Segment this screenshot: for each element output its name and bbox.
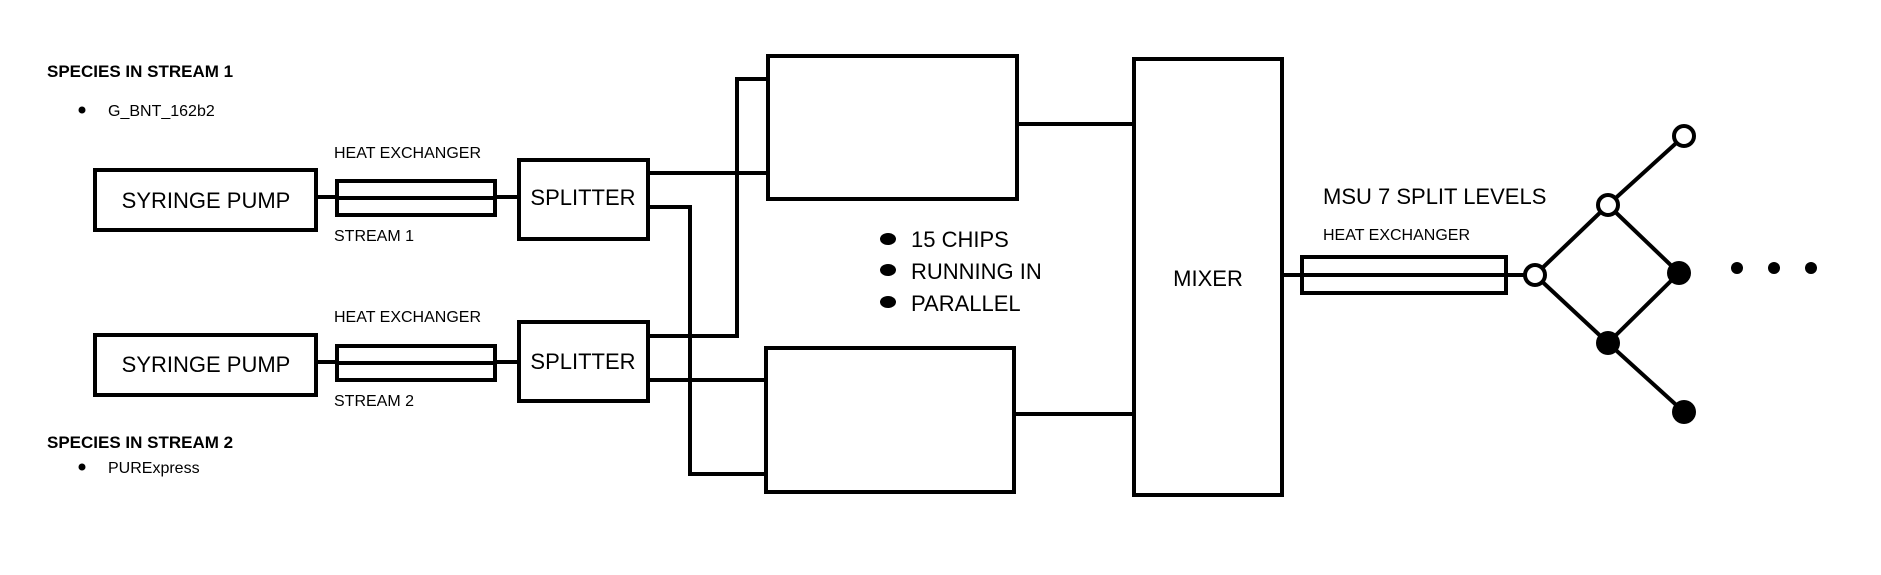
- note-line-2: RUNNING IN: [911, 259, 1042, 284]
- stream1-syringe-pump: [93, 168, 318, 232]
- stream1-species-bullet: [78, 106, 86, 114]
- stream2-splitter-label: SPLITTER: [530, 349, 635, 374]
- ellipsis-dot-3: [1805, 262, 1817, 274]
- tree-branch-6: [1606, 341, 1686, 414]
- stream1-splitter: [517, 158, 650, 241]
- tree-node-root: [1523, 263, 1547, 287]
- tree-node-middle: [1667, 261, 1691, 285]
- stream1-species-heading: SPECIES IN STREAM 1: [47, 62, 233, 81]
- stream1-splitter-label: SPLITTER: [530, 185, 635, 210]
- note-bullet-3: [880, 296, 896, 308]
- stream2-hx-label: HEAT EXCHANGER: [334, 309, 481, 326]
- stream1-pump-label: SYRINGE PUMP: [122, 188, 291, 213]
- stream2-pump-label: SYRINGE PUMP: [122, 352, 291, 377]
- splitter1-to-chip2-line: [648, 205, 768, 476]
- stream2-syringe-pump: [93, 333, 318, 397]
- note-line-1: 15 CHIPS: [911, 227, 1009, 252]
- stream1-stream-label: STREAM 1: [334, 228, 414, 245]
- stream1-hx-label: HEAT EXCHANGER: [334, 145, 481, 162]
- note-line-3: PARALLEL: [911, 291, 1021, 316]
- stream1-species-item: G_BNT_162b2: [108, 103, 215, 120]
- tree-node-upper: [1596, 193, 1620, 217]
- tree-node-lower: [1596, 331, 1620, 355]
- tree-node-top: [1672, 124, 1696, 148]
- ellipsis-dot-2: [1768, 262, 1780, 274]
- stream2-species-heading: SPECIES IN STREAM 2: [47, 433, 233, 452]
- tree-branch-2: [1533, 273, 1610, 345]
- tree-node-bottom: [1672, 400, 1696, 424]
- note-bullet-1: [880, 233, 896, 245]
- splitter2-to-chip1-line: [648, 77, 768, 338]
- tree-branch-3: [1606, 134, 1686, 207]
- stream2-splitter: [517, 320, 650, 403]
- tree-branch-5: [1606, 271, 1681, 345]
- tree-branch-4: [1606, 203, 1681, 275]
- mixer-label: MIXER: [1173, 266, 1243, 291]
- output-hx-label: HEAT EXCHANGER: [1323, 227, 1470, 244]
- ellipsis-dot-1: [1731, 262, 1743, 274]
- stream2-stream-label: STREAM 2: [334, 393, 414, 410]
- output-title: MSU 7 SPLIT LEVELS: [1323, 184, 1546, 209]
- note-bullet-2: [880, 264, 896, 276]
- chip-top: [766, 54, 1019, 201]
- chip-bottom: [764, 346, 1016, 494]
- stream2-species-item: PURExpress: [108, 460, 200, 477]
- tree-branch-1: [1533, 203, 1610, 277]
- stream2-species-bullet: [78, 463, 86, 471]
